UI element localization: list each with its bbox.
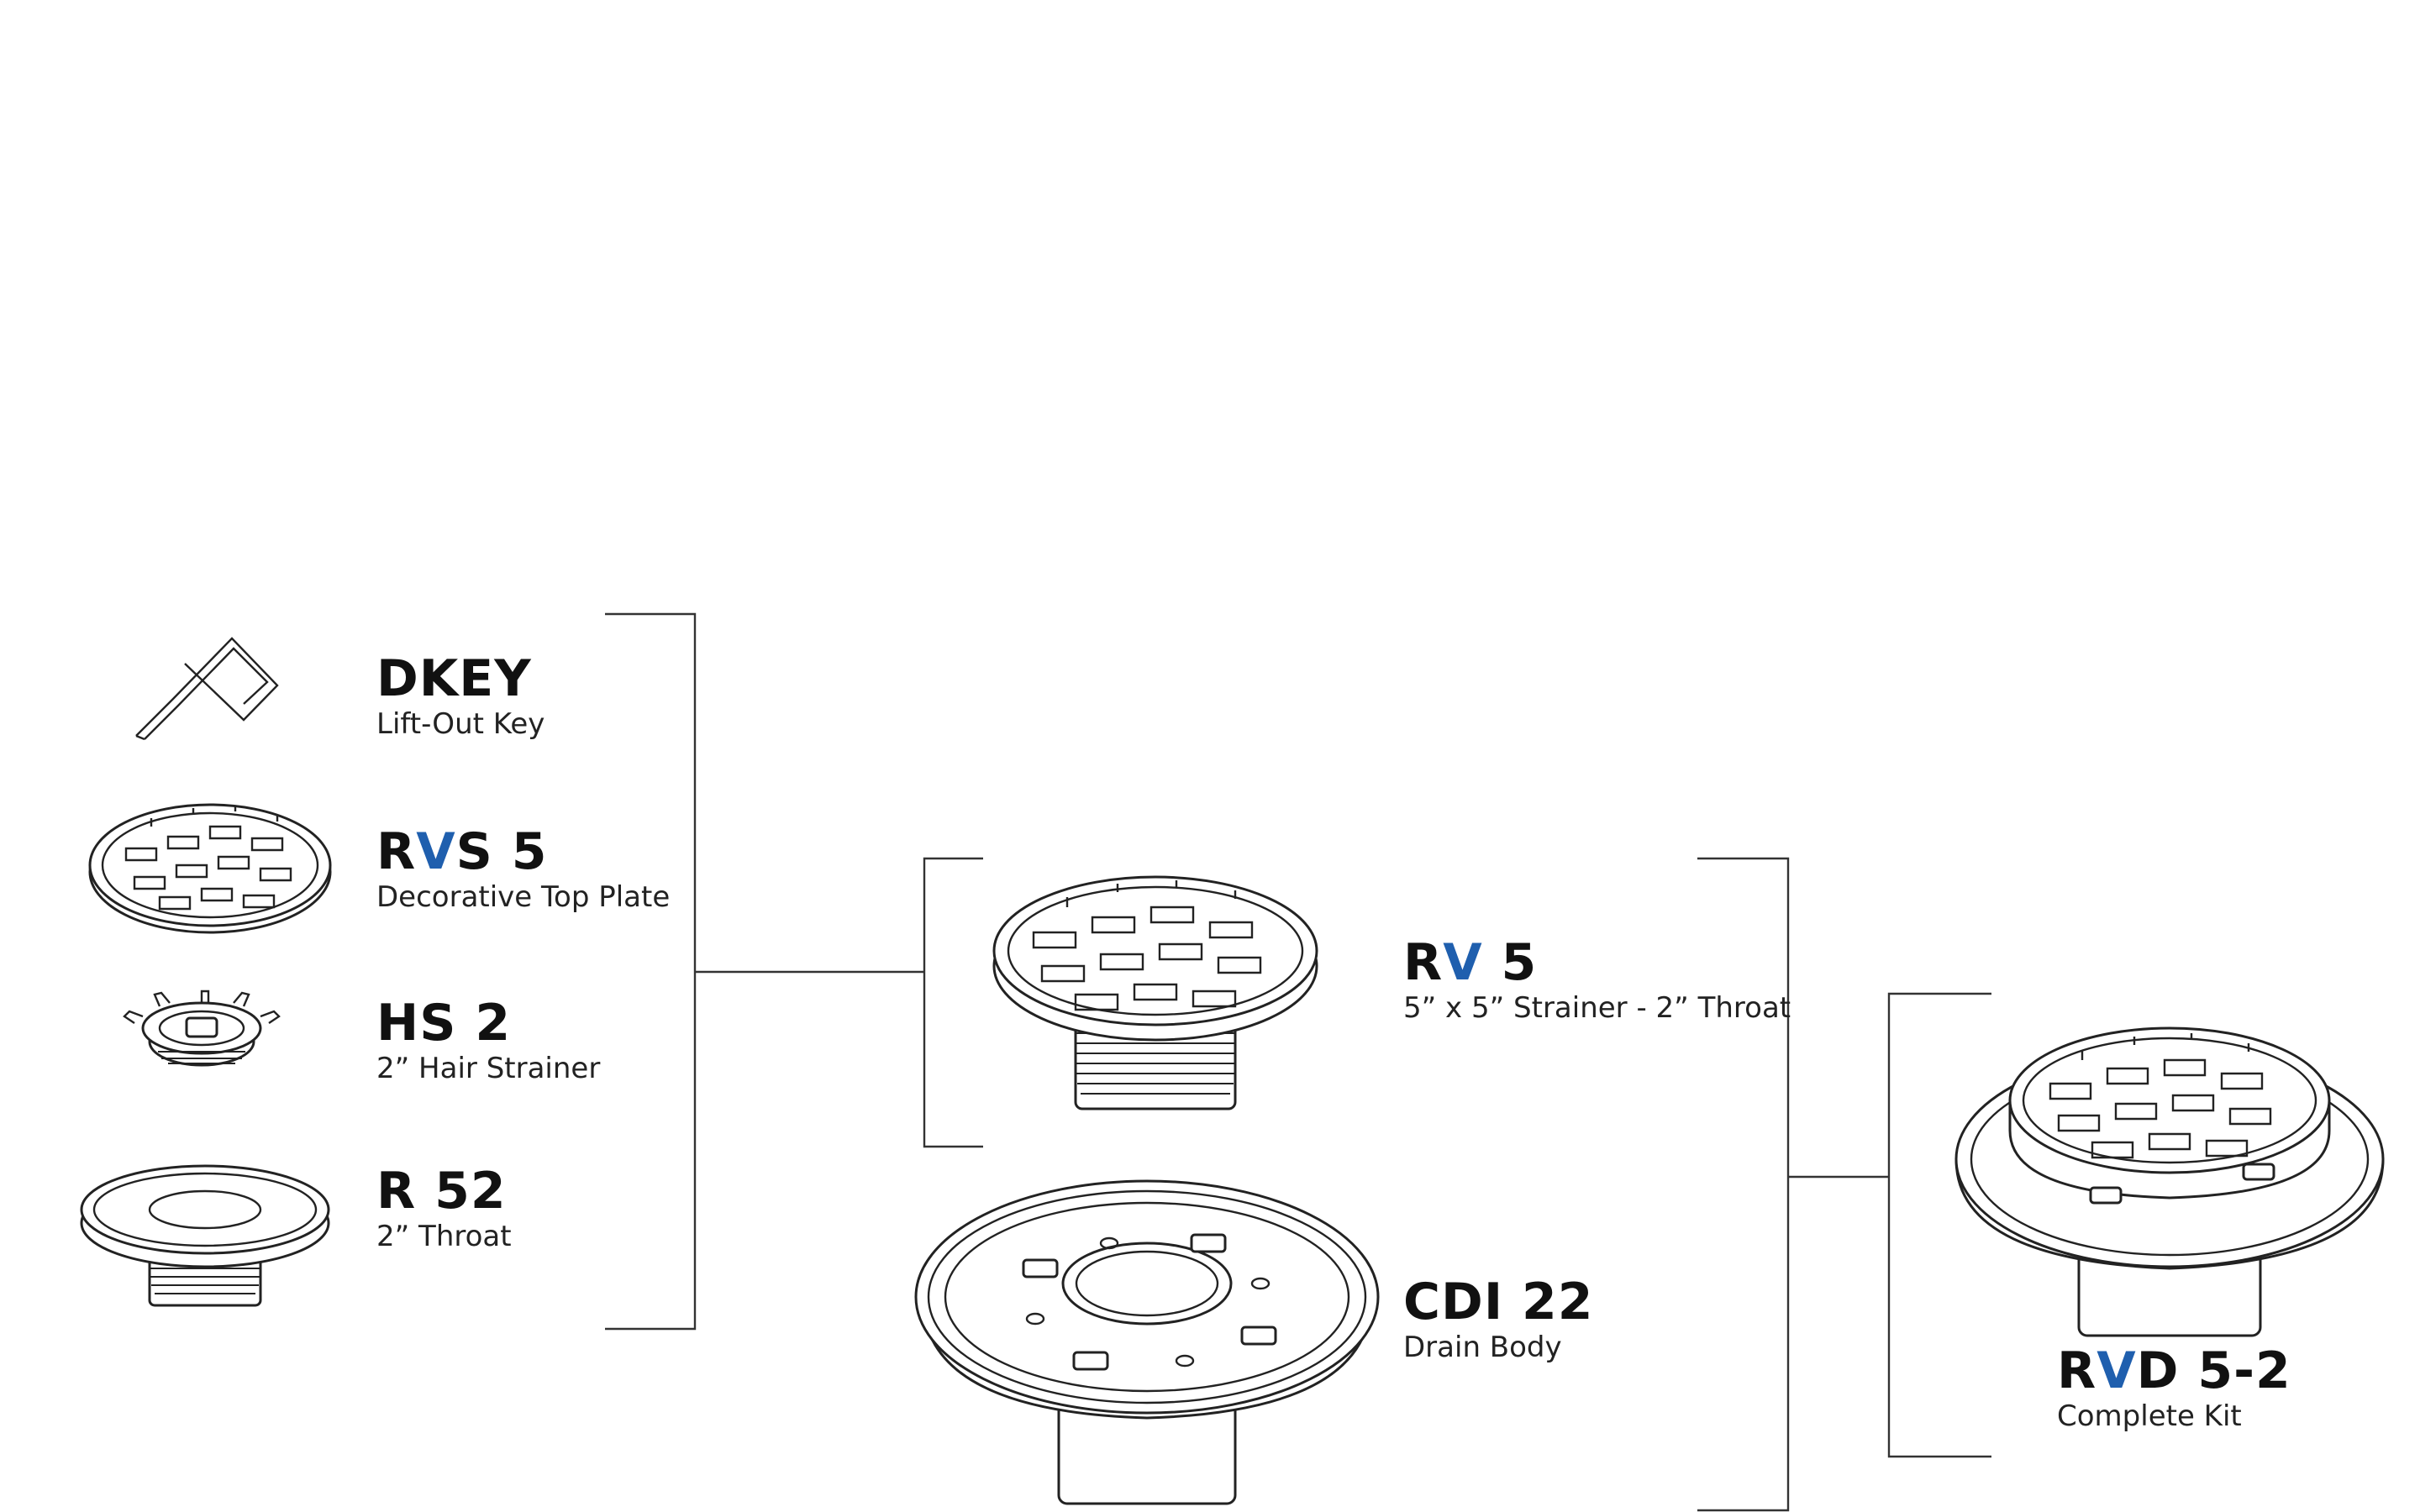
bracket-group-2	[923, 857, 983, 1148]
part-code-rv5: RV 5	[1403, 933, 1538, 992]
part-desc-rvd52: Complete Kit	[2057, 1399, 2242, 1433]
part-desc-hs2: 2” Hair Strainer	[376, 1052, 601, 1085]
throat-icon	[80, 1164, 330, 1307]
part-desc-rvs5: Decorative Top Plate	[376, 880, 671, 914]
label-r52: R 52 2” Throat	[376, 1164, 512, 1253]
part-code-r52: R 52	[376, 1162, 507, 1221]
part-code-dkey: DKEY	[376, 649, 532, 708]
part-desc-cdi22: Drain Body	[1403, 1331, 1562, 1364]
part-desc-rv5: 5” x 5” Strainer - 2” Throat	[1403, 991, 1791, 1025]
label-cdi22: CDI 22 Drain Body	[1403, 1275, 1594, 1364]
label-dkey: DKEY Lift-Out Key	[376, 652, 544, 741]
bracket-group-1	[605, 612, 924, 1331]
part-desc-r52: 2” Throat	[376, 1220, 512, 1253]
part-desc-dkey: Lift-Out Key	[376, 707, 545, 741]
label-rvs5: RVS 5 Decorative Top Plate	[376, 825, 670, 914]
part-code-cdi22: CDI 22	[1403, 1273, 1594, 1331]
label-rvd52: RVD 5-2 Complete Kit	[2057, 1344, 2291, 1433]
drain-body-icon	[914, 1179, 1380, 1505]
complete-kit-icon	[1954, 1026, 2385, 1337]
strainer-with-throat-icon	[992, 875, 1318, 1110]
bracket-group-3	[1697, 857, 1991, 1512]
part-code-rvd52: RVD 5-2	[2057, 1341, 2291, 1400]
label-hs2: HS 2 2” Hair Strainer	[376, 996, 600, 1085]
part-code-rvs5: RVS 5	[376, 822, 548, 881]
hair-strainer-icon	[123, 990, 281, 1067]
label-rv5: RV 5 5” x 5” Strainer - 2” Throat	[1403, 936, 1791, 1025]
lift-out-key-icon	[135, 637, 279, 741]
decorative-top-plate-icon	[88, 803, 332, 934]
part-code-hs2: HS 2	[376, 994, 512, 1053]
